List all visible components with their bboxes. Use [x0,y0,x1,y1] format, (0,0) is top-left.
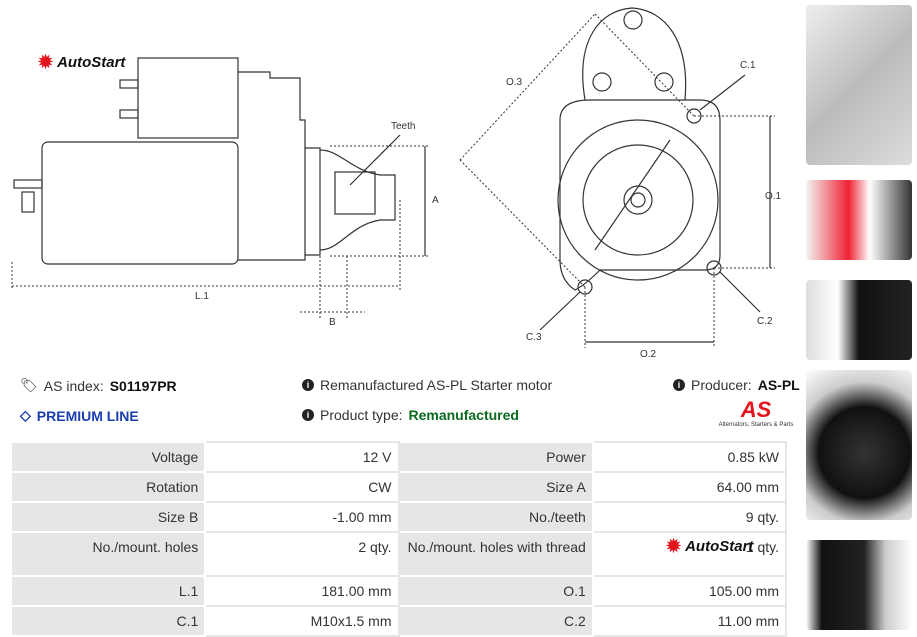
spec-value: 2 qty. [204,531,400,577]
product-thumbnail-1[interactable] [806,5,912,165]
tag-icon: 🏷 [20,377,38,393]
label-c3: C.3 [526,332,542,343]
label-c1: C.1 [740,60,756,71]
info-icon: i [302,379,314,391]
spec-value: 181.00 mm [204,575,400,607]
spec-value: 11.00 mm [591,605,788,637]
label-a: A [432,195,439,206]
label-o2: O.2 [640,349,657,360]
spec-label: Size B [9,501,207,533]
info-icon: i [302,409,314,421]
autostart-logo: ✹AutoStart [38,52,126,72]
technical-drawing: Teeth A L.1 B O.3 C.1 O.1 C.2 C.3 O.2 [11,7,782,360]
spec-label: Rotation [9,471,207,503]
spec-label: Voltage [9,441,207,473]
logo-gear-icon: ✹ [38,52,54,72]
label-b: B [329,317,336,328]
label-teeth: Teeth [391,121,415,132]
label-o3: O.3 [506,77,523,88]
product-thumbnail-5[interactable] [806,540,912,630]
spec-label: No./mount. holes [9,531,207,577]
spec-label: Power [397,441,594,473]
spec-label: C.2 [397,605,594,637]
product-thumbnail-4[interactable] [806,370,912,520]
spec-value: 9 qty. [591,501,788,533]
info-icon: i [673,379,685,391]
spec-label: No./mount. holes with thread [397,531,594,577]
spec-value: -1.00 mm [204,501,400,533]
as-pl-logo: AS Alternators, Starters & Parts [718,397,794,429]
spec-value: 64.00 mm [591,471,788,503]
premium-line: ◇PREMIUM LINE [20,407,139,424]
label-o1: O.1 [765,191,782,202]
as-index: 🏷AS index:S01197PR [20,377,177,394]
product-thumbnail-2[interactable] [806,180,912,260]
spec-value: 1 qty. [591,531,788,577]
spec-value: 12 V [204,441,400,473]
spec-label: No./teeth [397,501,594,533]
spec-label: L.1 [9,575,207,607]
watermark-logo: ✹AutoStart [666,536,754,556]
spec-label: Size A [397,471,594,503]
label-l1: L.1 [195,291,209,302]
spec-label: C.1 [9,605,207,637]
diamond-icon: ◇ [20,407,31,423]
spec-value: 105.00 mm [591,575,788,607]
product-thumbnail-3[interactable] [806,280,912,360]
spec-value: CW [204,471,400,503]
spec-value: 0.85 kW [591,441,788,473]
label-c2: C.2 [757,316,773,327]
spec-value: M10x1.5 mm [204,605,400,637]
spec-label: O.1 [397,575,594,607]
